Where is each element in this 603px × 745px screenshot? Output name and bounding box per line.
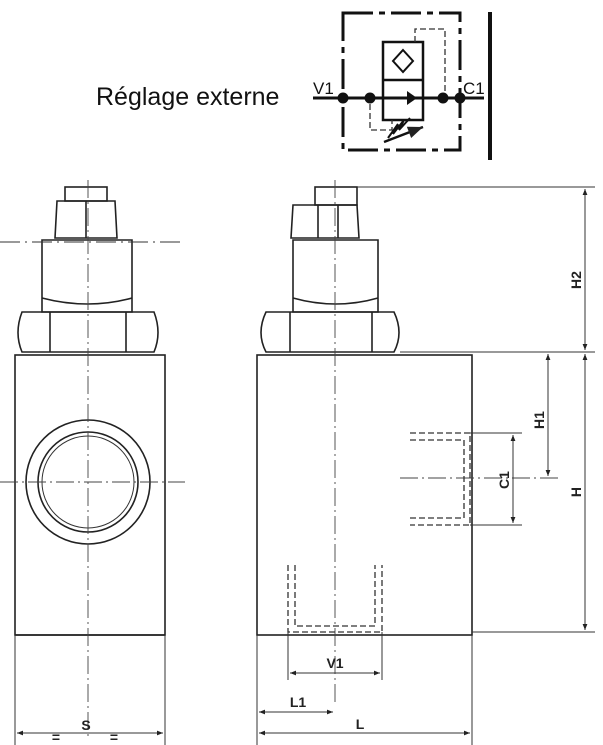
dim-h1: H1	[531, 411, 547, 429]
flow-arrow-icon	[407, 91, 417, 105]
hydraulic-symbol: Réglage externe V1 C1	[96, 11, 492, 160]
dim-l: L	[356, 716, 365, 732]
port-v1-label: V1	[313, 79, 334, 98]
dim-h2: H2	[568, 271, 584, 289]
adjust-arrow-icon	[383, 125, 424, 144]
side-view	[256, 180, 560, 705]
dim-equal-left: =	[52, 729, 60, 745]
symbol-title: Réglage externe	[96, 83, 279, 111]
dimensions: H2 H H1 C1 S = = V1 L1 L	[14, 186, 595, 745]
filter-diamond-icon	[391, 48, 415, 74]
dim-c1: C1	[496, 471, 512, 489]
symbol-envelope	[341, 11, 462, 152]
dim-h: H	[568, 487, 584, 497]
dim-l1: L1	[290, 694, 307, 710]
port-c1-label: C1	[463, 79, 485, 98]
dim-equal-right: =	[110, 729, 118, 745]
dim-v1: V1	[326, 655, 343, 671]
dim-s: S	[81, 717, 90, 733]
front-view	[0, 180, 185, 740]
spring-icon	[387, 117, 411, 139]
